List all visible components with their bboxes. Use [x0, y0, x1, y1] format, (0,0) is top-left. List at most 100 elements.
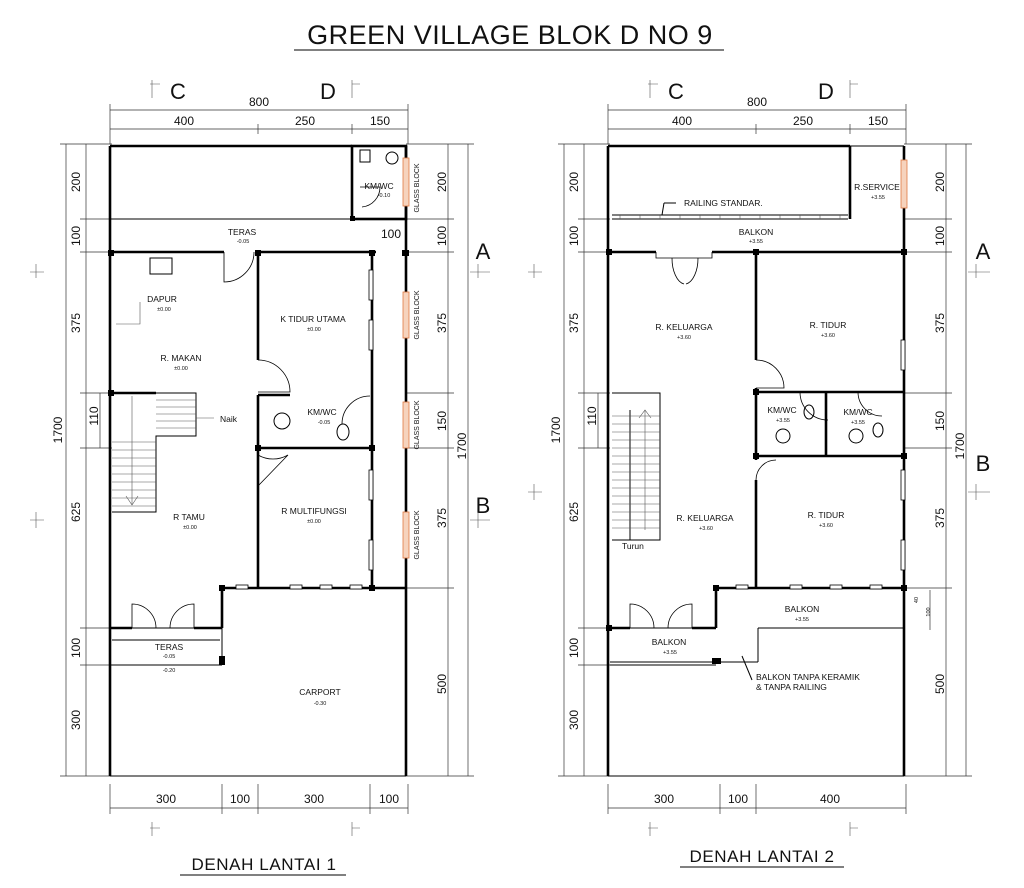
wc-icon	[336, 423, 350, 441]
svg-text:GLASS BLOCK: GLASS BLOCK	[414, 510, 421, 559]
wc-icon-left	[803, 404, 815, 420]
svg-text:100: 100	[69, 226, 83, 246]
floor2-label: DENAH LANTAI 2	[689, 847, 834, 866]
floor1-walls	[108, 144, 408, 777]
room-kmwc-mid: KM/WC	[307, 407, 336, 417]
room-kmwc-left: KM/WC	[767, 405, 796, 415]
room-teras-bottom: TERAS	[155, 642, 184, 652]
svg-text:375: 375	[435, 508, 449, 528]
floor1-bottom-dimensions: 300 100 300 100	[109, 784, 409, 814]
svg-text:400: 400	[672, 114, 692, 128]
svg-text:+3.60: +3.60	[699, 526, 713, 532]
floor2-section-marks: C D A B	[528, 79, 991, 836]
floor2-windows	[735, 339, 906, 590]
svg-text:1700: 1700	[549, 416, 563, 443]
floor2-columns	[606, 249, 907, 664]
svg-text:500: 500	[435, 674, 449, 694]
svg-text:300: 300	[156, 792, 176, 806]
room-keluarga-bottom: R. KELUARGA	[676, 513, 733, 523]
glass-block-2	[402, 291, 410, 339]
svg-text:-0.05: -0.05	[163, 654, 176, 660]
svg-text:±0.00: ±0.00	[307, 519, 321, 525]
svg-text:100: 100	[230, 792, 250, 806]
svg-text:+3.55: +3.55	[749, 239, 763, 245]
svg-text:100: 100	[933, 226, 947, 246]
svg-text:800: 800	[747, 95, 767, 109]
balkon-note-line2: & TANPA RAILING	[756, 682, 827, 692]
svg-text:100: 100	[379, 792, 399, 806]
svg-text:100: 100	[567, 226, 581, 246]
wc-icon-right	[872, 422, 884, 438]
svg-text:400: 400	[820, 792, 840, 806]
svg-text:375: 375	[933, 508, 947, 528]
room-balkon-top: BALKON	[739, 227, 774, 237]
room-carport: CARPORT	[299, 687, 340, 697]
stair-naik: Naik	[220, 414, 238, 424]
floor1-windows	[235, 269, 374, 590]
svg-text:100: 100	[926, 607, 932, 616]
svg-text:-0.30: -0.30	[314, 701, 327, 707]
svg-text:250: 250	[295, 114, 315, 128]
glass-block-3	[402, 401, 410, 449]
room-makan: R. MAKAN	[160, 353, 201, 363]
floor2-doors	[629, 252, 883, 629]
floor1-glass-blocks: GLASS BLOCK GLASS BLOCK GLASS BLOCK GLAS…	[402, 157, 421, 560]
svg-text:+3.55: +3.55	[776, 418, 790, 424]
balkon-note-line1: BALKON TANPA KERAMIK	[756, 672, 860, 682]
glass-block-4	[402, 511, 410, 559]
section-mark-a: A	[476, 239, 491, 264]
stair-turun: Turun	[622, 541, 644, 551]
floor1-section-marks: C D A B	[30, 79, 491, 836]
toilet-fixture	[359, 149, 371, 163]
floor1-right-dimensions: 200 100 375 150 1700 375 500	[406, 143, 474, 777]
section-mark-d: D	[818, 79, 834, 104]
svg-text:100: 100	[435, 226, 449, 246]
svg-text:200: 200	[933, 172, 947, 192]
svg-text:+3.60: +3.60	[821, 333, 835, 339]
sink-icon	[149, 257, 173, 275]
svg-text:250: 250	[793, 114, 813, 128]
svg-text:+3.55: +3.55	[871, 195, 885, 201]
svg-text:200: 200	[567, 172, 581, 192]
svg-text:400: 400	[174, 114, 194, 128]
svg-text:+3.55: +3.55	[851, 420, 865, 426]
floor1-top-dimensions: 800 400 250 150	[109, 95, 409, 144]
svg-text:±0.00: ±0.00	[307, 327, 321, 333]
svg-text:-0.05: -0.05	[237, 239, 250, 245]
svg-text:375: 375	[435, 313, 449, 333]
svg-text:+3.55: +3.55	[663, 650, 677, 656]
floor2-glass-block	[900, 159, 908, 209]
floor1-room-labels: KM/WC -0.10 100 TERAS -0.05 DAPUR ±0.00 …	[147, 181, 401, 707]
floor1-columns	[108, 216, 409, 665]
room-kamar-utama: K TIDUR UTAMA	[280, 314, 346, 324]
svg-text:+3.60: +3.60	[819, 523, 833, 529]
svg-text:200: 200	[69, 172, 83, 192]
drawing-title: GREEN VILLAGE BLOK D NO 9	[307, 20, 713, 50]
svg-text:1700: 1700	[455, 432, 469, 459]
svg-text:+3.60: +3.60	[677, 335, 691, 341]
room-balkon-left: BALKON	[652, 637, 687, 647]
floor1-stairs	[112, 392, 214, 513]
svg-text:150: 150	[933, 411, 947, 431]
room-teras-top: TERAS	[228, 227, 257, 237]
svg-text:500: 500	[933, 674, 947, 694]
shower-icon-left	[775, 428, 791, 444]
room-keluarga-top: R. KELUARGA	[655, 322, 712, 332]
svg-text:150: 150	[868, 114, 888, 128]
room-tidur-bottom: R. TIDUR	[808, 510, 845, 520]
svg-text:100: 100	[728, 792, 748, 806]
svg-text:110: 110	[585, 406, 599, 425]
floor2-fixtures	[775, 404, 884, 444]
floor2-right-dimensions: 200 100 375 150 1700 375 500 40 100	[904, 143, 972, 777]
toilet-icon	[385, 151, 399, 165]
shower-icon	[273, 412, 291, 430]
svg-text:375: 375	[933, 313, 947, 333]
room-multifungsi: R MULTIFUNGSI	[281, 506, 346, 516]
svg-text:100: 100	[69, 638, 83, 658]
section-mark-b: B	[976, 451, 991, 476]
floor2-left-dimensions: 200 100 375 110 1700 625 100 300	[549, 143, 610, 777]
floor1-plan: 800 400 250 150 300 100 300 100	[30, 79, 491, 876]
svg-text:100: 100	[567, 638, 581, 658]
svg-text:300: 300	[304, 792, 324, 806]
section-mark-b: B	[476, 493, 491, 518]
